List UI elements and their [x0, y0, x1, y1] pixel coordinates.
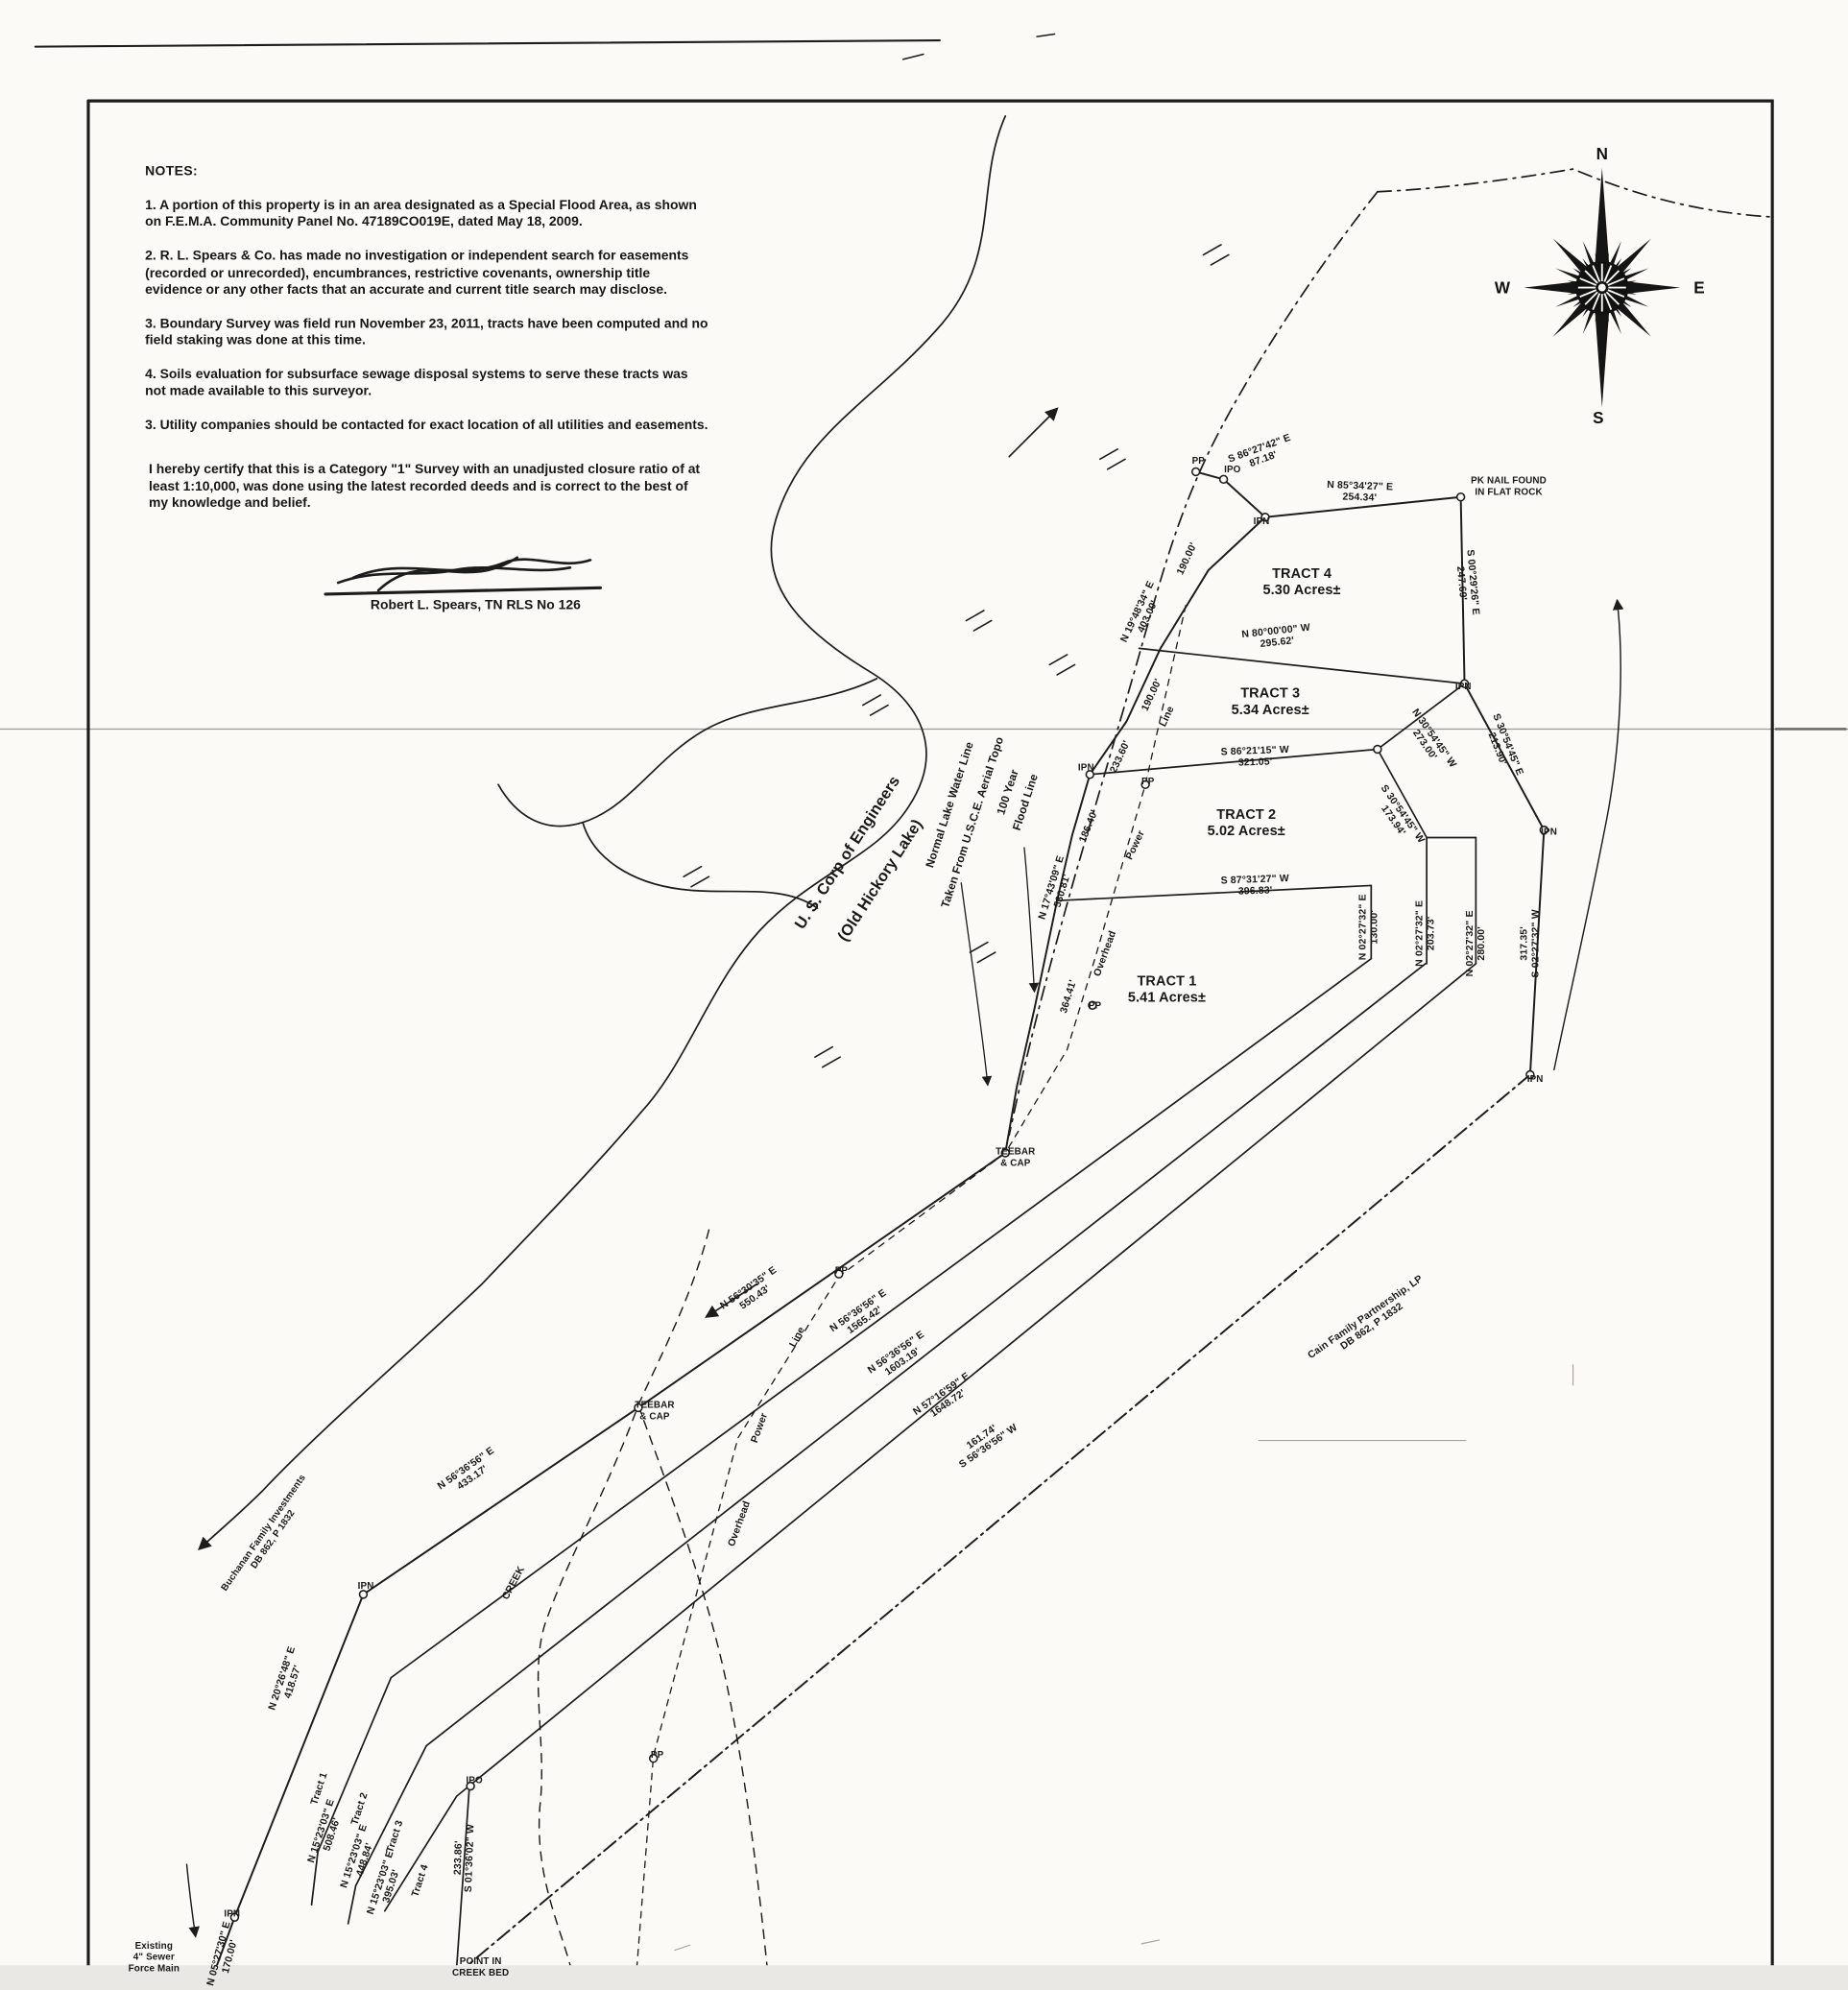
survey-label: IPN — [224, 1907, 241, 1920]
survey-label: Existing 4" Sewer Force Main — [128, 1939, 180, 1974]
scan-top-marks — [902, 33, 1056, 60]
survey-label: PP — [834, 1264, 849, 1277]
scan-smudge — [674, 1364, 1574, 1952]
water-line-leader-arrow — [960, 882, 993, 1087]
plat-border — [86, 99, 1774, 1966]
scan-top-edge — [34, 38, 941, 48]
tract4-3-division — [1138, 647, 1466, 685]
survey-label: IPO — [1224, 463, 1241, 475]
survey-label: S 87°31'27" W 396.83' — [1220, 872, 1290, 898]
survey-label: S 86°21'15" W 321.05' — [1220, 743, 1290, 769]
survey-label: N 02°27'32" E 280.00' — [1463, 910, 1488, 977]
boundary-west — [1004, 515, 1266, 1154]
survey-label: N 02°27'32" E 130.00' — [1356, 894, 1380, 961]
notes-section: NOTES: 1. A portion of this property is … — [145, 164, 710, 530]
surveyor-name: Robert L. Spears, TN RLS No 126 — [370, 597, 581, 613]
survey-label: TEEBAR & CAP — [635, 1399, 675, 1422]
notes-heading: NOTES: — [145, 163, 199, 180]
survey-label: IPN — [1526, 1072, 1544, 1085]
note-item-3: 3. Boundary Survey was field run Novembe… — [145, 316, 708, 348]
strip-line-4 — [383, 963, 1477, 1912]
survey-label: 317.35' S 02°27'32" W — [1518, 909, 1542, 978]
survey-label: POINT IN CREEK BED — [452, 1954, 510, 1978]
survey-label: IPN — [1253, 515, 1270, 527]
survey-label: IPO — [466, 1774, 483, 1786]
lake-inlet-upper — [497, 678, 878, 827]
survey-label: PP — [1191, 454, 1206, 467]
division-verticals — [1370, 836, 1477, 965]
note-item-1: 1. A portion of this property is in an a… — [145, 198, 697, 230]
survey-label: TEEBAR & CAP — [996, 1145, 1036, 1168]
creek-line — [537, 1229, 710, 1966]
surveyor-signature — [324, 556, 603, 596]
strip-line-3 — [347, 963, 1427, 1925]
compass-hub — [1597, 283, 1606, 292]
survey-label: TRACT 2 5.02 Acres± — [1207, 807, 1285, 839]
sewer-arrow — [185, 1863, 200, 1938]
survey-label: N 85°34'27" E 254.34' — [1327, 478, 1394, 504]
lake-shoreline — [639, 115, 1007, 1114]
compass-north-label: N — [1596, 144, 1608, 164]
compass-center-rays — [1577, 263, 1626, 312]
southwest-arrow — [705, 1283, 758, 1318]
survey-label: PP — [650, 1748, 664, 1761]
creek-branch — [637, 1404, 768, 1966]
shoreline-outflow — [198, 1112, 642, 1550]
certification-text: I hereby certify that this is a Category… — [149, 462, 701, 511]
survey-label: 233.86' S 01°36'02" W — [451, 1823, 477, 1893]
water-tick-marks — [683, 244, 1230, 1068]
flow-arrow — [1008, 407, 1059, 458]
water-line-top-right — [1377, 168, 1774, 218]
tract3-2-division — [1089, 748, 1379, 776]
point-markers — [229, 467, 1549, 1923]
compass-south-label: S — [1593, 408, 1604, 427]
note-item-4: 4. Soils evaluation for subsurface sewag… — [145, 367, 688, 399]
strip-line-2 — [310, 957, 1373, 1906]
flood-line-leader-arrow — [1023, 847, 1040, 994]
survey-label: TRACT 4 5.30 Acres± — [1262, 566, 1341, 598]
right-curve-arrow — [1553, 598, 1624, 1070]
survey-label: PK NAIL FOUND IN FLAT ROCK — [1471, 474, 1547, 497]
survey-label: TRACT 1 5.41 Acres± — [1127, 973, 1207, 1006]
note-item-5: 3. Utility companies should be contacted… — [145, 418, 708, 434]
note-item-2: 2. R. L. Spears & Co. has made no invest… — [145, 249, 689, 298]
overhead-power-line — [636, 605, 1187, 1966]
survey-label: PP — [1088, 999, 1102, 1012]
survey-label: IPN — [357, 1579, 374, 1592]
compass-rose — [1524, 167, 1681, 408]
compass-west-label: W — [1494, 277, 1511, 298]
tract2-1-division — [1056, 884, 1373, 902]
property-line-southeast — [468, 1073, 1531, 1965]
strip-end-cap — [455, 1787, 470, 1966]
division-diagonals — [1377, 683, 1477, 839]
survey-label: IPN — [1077, 761, 1094, 773]
survey-label: PP — [1141, 775, 1155, 787]
lake-inlet-lower — [582, 821, 819, 909]
survey-label: TRACT 3 5.34 Acres± — [1231, 685, 1309, 718]
compass-east-label: E — [1693, 277, 1705, 298]
survey-label: IPN — [1541, 826, 1558, 837]
survey-label: IPN — [1454, 681, 1472, 692]
survey-label: N 02°27'32" E 203.73' — [1413, 899, 1437, 967]
boundary-top-chain — [1194, 470, 1546, 1076]
